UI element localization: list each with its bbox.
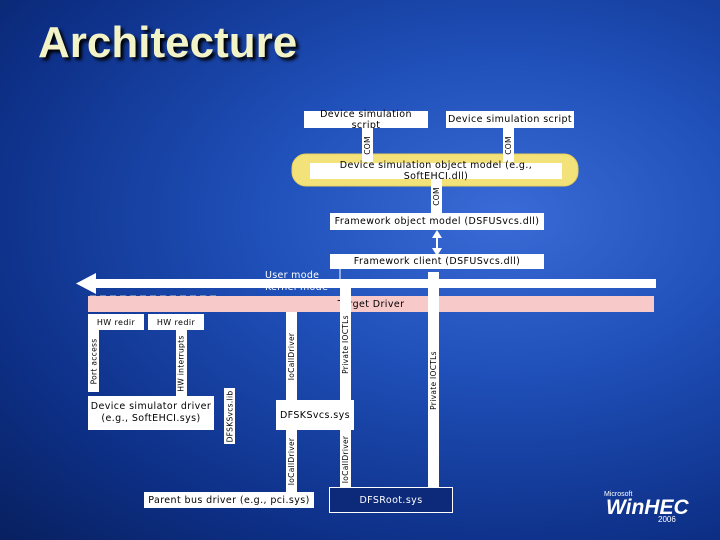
com-right-label: COM bbox=[503, 128, 514, 162]
logo-brand-small: Microsoft bbox=[604, 491, 633, 498]
object-model-box: Device simulation object model (e.g., So… bbox=[310, 160, 562, 182]
mode-boundary-arrowhead bbox=[76, 273, 96, 294]
framework-object-model-box: Framework object model (DSFUSvcs.dll) bbox=[330, 213, 544, 230]
hw-redir-box-1: HW redir bbox=[88, 314, 144, 330]
dfsroot-box: DFSRoot.sys bbox=[329, 487, 453, 513]
framework-object-model-label: Framework object model (DSFUSvcs.dll) bbox=[334, 216, 540, 227]
framework-link-arrow-up bbox=[432, 230, 442, 238]
object-model-label: Device simulation object model (e.g., So… bbox=[339, 160, 533, 182]
parent-bus-driver-box: Parent bus driver (e.g., pci.sys) bbox=[144, 492, 314, 508]
dfsksvcs-sys-label: DFSKSvcs.sys bbox=[279, 409, 351, 421]
mode-boundary-bar bbox=[90, 279, 656, 288]
parent-bus-driver-label: Parent bus driver (e.g., pci.sys) bbox=[148, 494, 310, 506]
framework-client-label: Framework client (DSFUSvcs.dll) bbox=[353, 256, 521, 267]
dfsroot-label: DFSRoot.sys bbox=[359, 494, 423, 506]
mode-labels: User mode Kernel mode bbox=[265, 270, 328, 294]
dfsksvcs-sys-box: DFSKSvcs.sys bbox=[276, 400, 354, 430]
private-ioctls-left-connector: Private IOCTLs bbox=[340, 288, 351, 400]
iocalldriver-lower-left-connector: IoCallDriver bbox=[286, 430, 297, 492]
hw-redir-label-2: HW redir bbox=[156, 317, 196, 327]
iocalldriver-lower-right-connector: IoCallDriver bbox=[340, 430, 351, 488]
port-access-connector: Port access bbox=[88, 330, 99, 392]
script-right-label: Device simulation script bbox=[447, 114, 573, 125]
target-driver-box: Target Driver bbox=[88, 296, 654, 312]
kernel-mode-label: Kernel mode bbox=[265, 282, 329, 293]
device-simulator-driver-label: Device simulator driver (e.g., SoftEHCI.… bbox=[90, 401, 212, 424]
com-left-label: COM bbox=[362, 128, 373, 162]
private-ioctls-right-connector: Private IOCTLs bbox=[428, 272, 439, 488]
iocalldriver-upper-connector: IoCallDriver bbox=[286, 312, 297, 400]
hw-redir-box-2: HW redir bbox=[148, 314, 204, 330]
page-title: Architecture bbox=[38, 18, 298, 67]
script-left-box: Device simulation script bbox=[304, 108, 428, 131]
dfsksvcs-lib-connector: DFSKSvcs.lib bbox=[224, 388, 235, 444]
hw-interrupts-connector: HW interrupts bbox=[176, 330, 187, 396]
hw-redir-label-1: HW redir bbox=[96, 317, 136, 327]
script-right-box: Device simulation script bbox=[446, 111, 574, 128]
logo-brand-main: WinHEC bbox=[606, 496, 689, 519]
framework-client-box: Framework client (DSFUSvcs.dll) bbox=[330, 254, 544, 269]
logo-year: 2006 bbox=[658, 515, 676, 524]
com-middle-label: COM bbox=[431, 179, 442, 213]
target-driver-label: Target Driver bbox=[337, 298, 405, 310]
user-mode-label: User mode bbox=[265, 270, 320, 281]
framework-link-arrow-down bbox=[432, 248, 442, 256]
script-left-label: Device simulation script bbox=[320, 108, 412, 131]
device-simulator-driver-box: Device simulator driver (e.g., SoftEHCI.… bbox=[88, 396, 214, 430]
